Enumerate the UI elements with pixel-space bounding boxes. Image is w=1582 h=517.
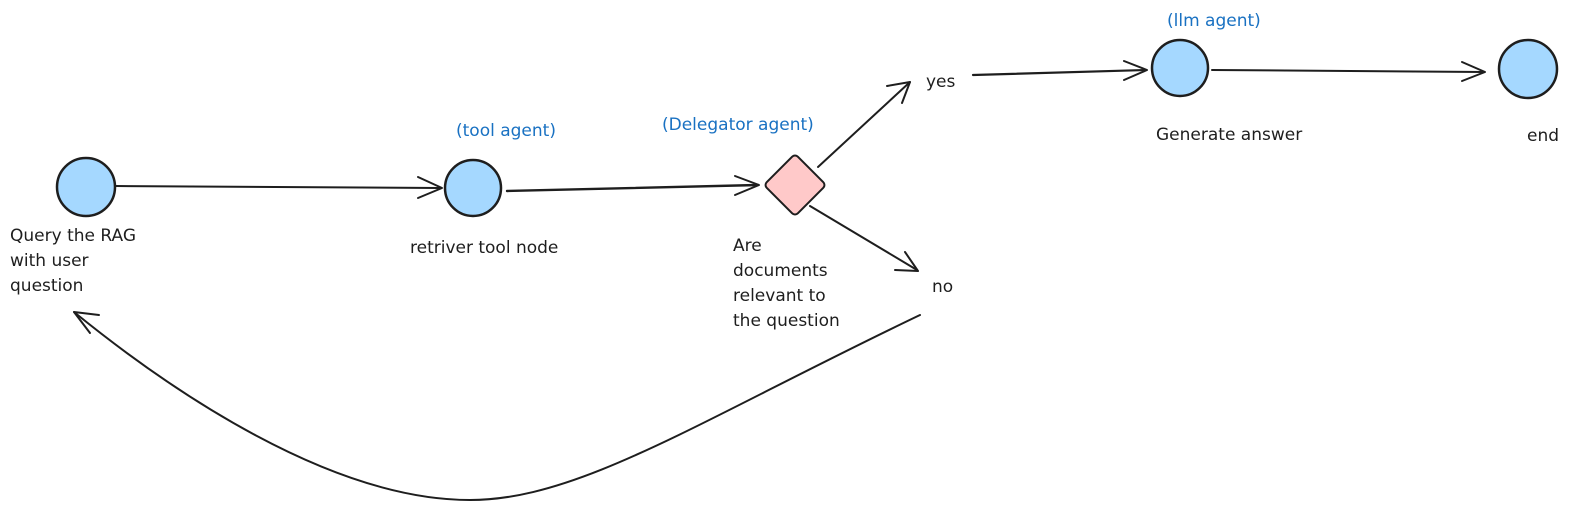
edge-label-no: no (932, 277, 954, 297)
arrowhead-no (894, 251, 919, 272)
decision-annotation: (Delegator agent) (662, 115, 814, 135)
edge-query-to-retriever (115, 185, 441, 189)
edge-no-loop-back (73, 311, 921, 502)
node-decision[interactable] (764, 154, 826, 216)
end-label: end (1527, 126, 1560, 146)
edge-decision-to-no (809, 205, 918, 271)
decision-label: Are documents relevant to the question (733, 236, 840, 331)
retriever-label: retriver tool node (410, 238, 559, 258)
node-end[interactable] (1497, 38, 1559, 100)
arrowhead-loop-back (73, 311, 100, 334)
edge-label-yes: yes (926, 72, 956, 92)
arrowhead-generate (1123, 60, 1148, 81)
arrowhead-end (1461, 61, 1486, 82)
edge-generate-to-end (1211, 69, 1485, 73)
retriever-annotation: (tool agent) (456, 121, 556, 141)
query-label: Query the RAG with user question (10, 226, 136, 296)
edge-retriever-to-decision (505, 183, 760, 193)
arrowhead-retriever (417, 176, 443, 199)
node-retriever[interactable] (443, 158, 503, 218)
generate-label: Generate answer (1156, 125, 1303, 145)
node-generate[interactable] (1150, 38, 1210, 98)
arrowhead-decision (734, 175, 760, 196)
arrowhead-yes (886, 81, 911, 104)
edge-yes-to-generate (971, 68, 1148, 77)
generate-annotation: (llm agent) (1167, 11, 1261, 31)
node-query[interactable] (55, 156, 117, 218)
edge-decision-to-yes (817, 81, 911, 168)
